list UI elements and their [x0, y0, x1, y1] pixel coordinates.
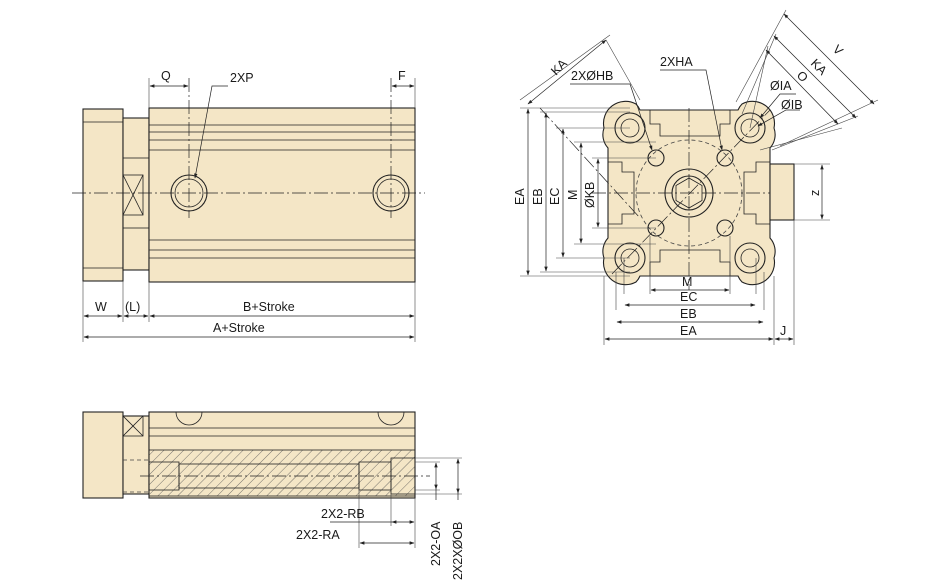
cylinder-body [148, 107, 416, 283]
dim-q-label: Q [161, 69, 171, 83]
dim-hb-label: 2XØHB [571, 69, 613, 83]
dim-ec-left-label: EC [548, 188, 562, 205]
dim-eb-bottom-label: EB [680, 307, 697, 321]
front-view: z EA EB EC M ØKB M EC [513, 9, 879, 345]
dim-rb-label: 2X2-RB [321, 507, 365, 521]
corner-hole-tr [734, 112, 766, 144]
dim-w-label: W [95, 300, 107, 314]
dim-a-stroke-label: A+Stroke [213, 321, 265, 335]
dim-m-left-label: M [566, 190, 580, 200]
dim-ib-label: ØIB [781, 98, 803, 112]
dim-f-label: F [398, 69, 406, 83]
tapped-hole-2 [716, 149, 734, 167]
dim-l-label: (L) [125, 300, 140, 314]
dim-eb-left-label: EB [531, 188, 545, 205]
dim-v-label: V [830, 42, 846, 58]
dim-oa-label: 2X2-OA [429, 521, 443, 566]
dim-ea-left-label: EA [513, 188, 527, 205]
dim-ea-bottom-label: EA [680, 324, 697, 338]
dim-ka-right-label: KA [808, 56, 830, 78]
dim-ob-label: 2X2XØOB [451, 522, 465, 580]
dim-ec-bottom-label: EC [680, 290, 697, 304]
dim-m-bottom-label: M [682, 275, 692, 289]
dim-ra-label: 2X2-RA [296, 528, 340, 542]
tapped-hole-4 [716, 219, 734, 237]
dim-b-stroke-label: B+Stroke [243, 300, 295, 314]
dim-ka-left-label: KA [548, 56, 570, 78]
corner-hole-br [734, 242, 766, 274]
section-view: 2X2-RB 2X2-RA 2X2-OA 2X2XØOB [82, 411, 465, 580]
rod-end-block [82, 108, 124, 282]
dim-2xp-label: 2XP [230, 71, 254, 85]
dim-okb-label: ØKB [583, 182, 597, 208]
side-view: Q 2XP F W (L) B+Stroke A+Stroke [72, 69, 425, 342]
rod-neck [122, 117, 150, 271]
dim-j-label: J [780, 324, 786, 338]
section-hatch [148, 449, 416, 497]
dim-z-label: z [808, 190, 822, 196]
dim-ia-label: ØIA [770, 79, 792, 93]
dim-ha-label: 2XHA [660, 55, 693, 69]
